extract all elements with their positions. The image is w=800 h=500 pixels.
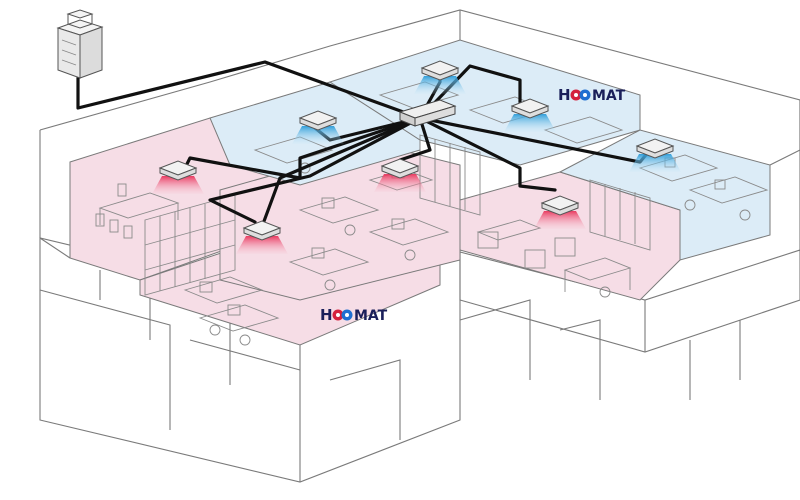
cassette-panel [421,67,459,81]
cassette-panel [541,202,579,216]
cassette-panel [159,167,197,181]
cassette-panel [381,165,419,179]
bookshelf [419,134,481,216]
warm-airflow [374,174,426,192]
cool-airflow [414,76,466,94]
indoor-cassette-unit-icon [236,220,288,254]
bookshelf [589,179,651,251]
cooling-zone-room-3 [558,129,771,261]
cassette-panel [511,105,549,119]
logo-prefix: H [320,306,333,324]
office-chairs [209,162,751,346]
warm-airflow [152,176,204,194]
indoor-cassette-unit-icon [152,160,204,194]
logo-suffix: MAT [354,308,388,324]
cool-airflow [629,154,681,172]
indoor-cassette-unit-icon [292,110,344,144]
brand-logo: H MAT [320,306,388,324]
branch-distributor-icon [398,99,457,127]
bookshelf [144,194,236,296]
logo-suffix: MAT [592,88,626,104]
cool-airflow [292,126,344,144]
indoor-cassette-unit-icon [374,158,426,192]
indoor-cassette-unit-icon [414,60,466,94]
warm-airflow [236,236,288,254]
cassette-panel [636,145,674,159]
warm-airflow [534,211,586,229]
cassette-panel [243,227,281,241]
brand-logo: H MAT [558,86,626,104]
logo-mark-icon [332,309,353,321]
cassette-panel [299,117,337,131]
floor-zones [39,9,800,346]
office-furniture [95,81,769,346]
indoor-units [152,60,681,254]
cool-airflow [504,114,556,132]
logo-mark-icon [570,89,591,101]
outdoor-unit-icon [56,9,104,79]
indoor-cassette-unit-icon [534,195,586,229]
indoor-cassette-unit-icon [629,138,681,172]
meeting-table [95,183,180,239]
logo-prefix: H [558,86,571,104]
indoor-cassette-unit-icon [504,98,556,132]
